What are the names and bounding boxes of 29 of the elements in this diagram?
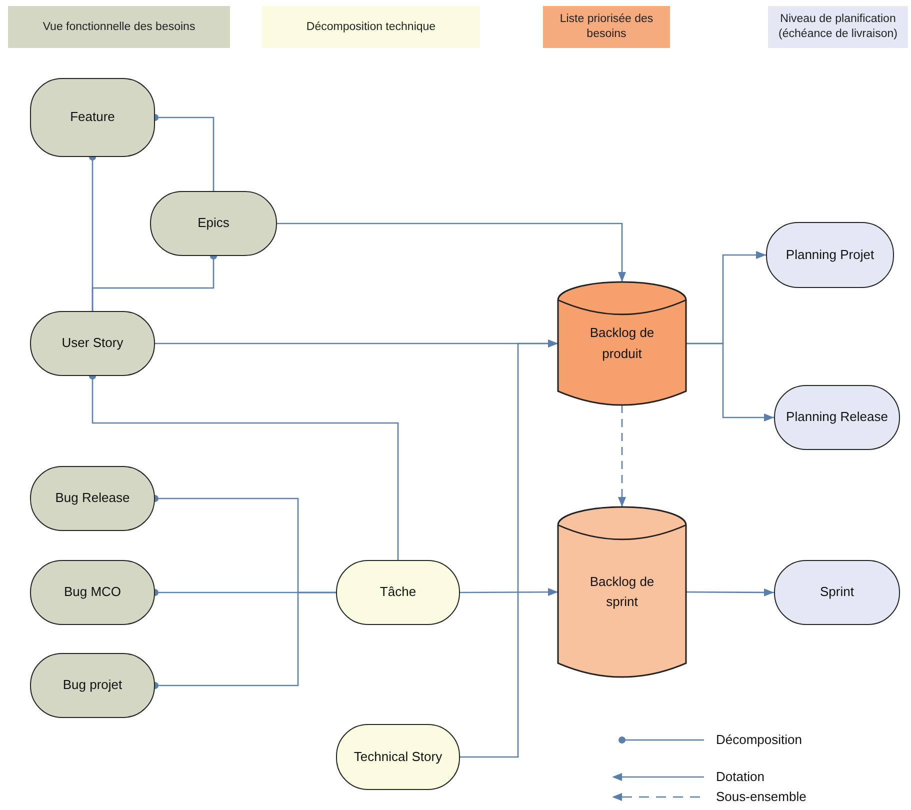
database-cylinder xyxy=(558,507,686,677)
node-label: User Story xyxy=(62,334,124,352)
arrow xyxy=(277,222,626,282)
node-label: Backlog de sprint xyxy=(588,572,656,611)
node-label: Tâche xyxy=(380,583,416,602)
legend-text: Vue fonctionnelle des besoins xyxy=(42,20,196,34)
node-label: Planning Projet xyxy=(786,246,874,264)
legend-text: Dotation xyxy=(716,769,764,784)
node-label: Bug projet xyxy=(62,676,122,694)
arrow xyxy=(686,342,774,422)
arrow xyxy=(460,588,558,596)
legend-text: Sous-ensemble xyxy=(716,789,806,804)
node-label: Sprint xyxy=(820,583,854,602)
rounded-node xyxy=(30,78,155,157)
arrow xyxy=(686,588,774,596)
legend-text: Niveau de planification (échéance de livraison) xyxy=(778,12,898,42)
node-label: Feature xyxy=(70,108,115,126)
legend-text: Décomposition technique xyxy=(306,20,436,34)
node-label: Bug MCO xyxy=(64,583,122,602)
database-cylinder xyxy=(558,282,686,405)
legend-text: Décomposition xyxy=(716,732,802,747)
node-label: Bug Release xyxy=(55,489,130,508)
arrow xyxy=(460,340,558,758)
node-label: Technical Story xyxy=(354,748,442,766)
node-label: Backlog de produit xyxy=(588,324,656,363)
legend-text: Liste priorisée des besoins xyxy=(558,12,654,42)
node-label: Epics xyxy=(198,214,230,232)
arrow xyxy=(618,405,626,507)
node-label: Planning Release xyxy=(786,408,888,426)
